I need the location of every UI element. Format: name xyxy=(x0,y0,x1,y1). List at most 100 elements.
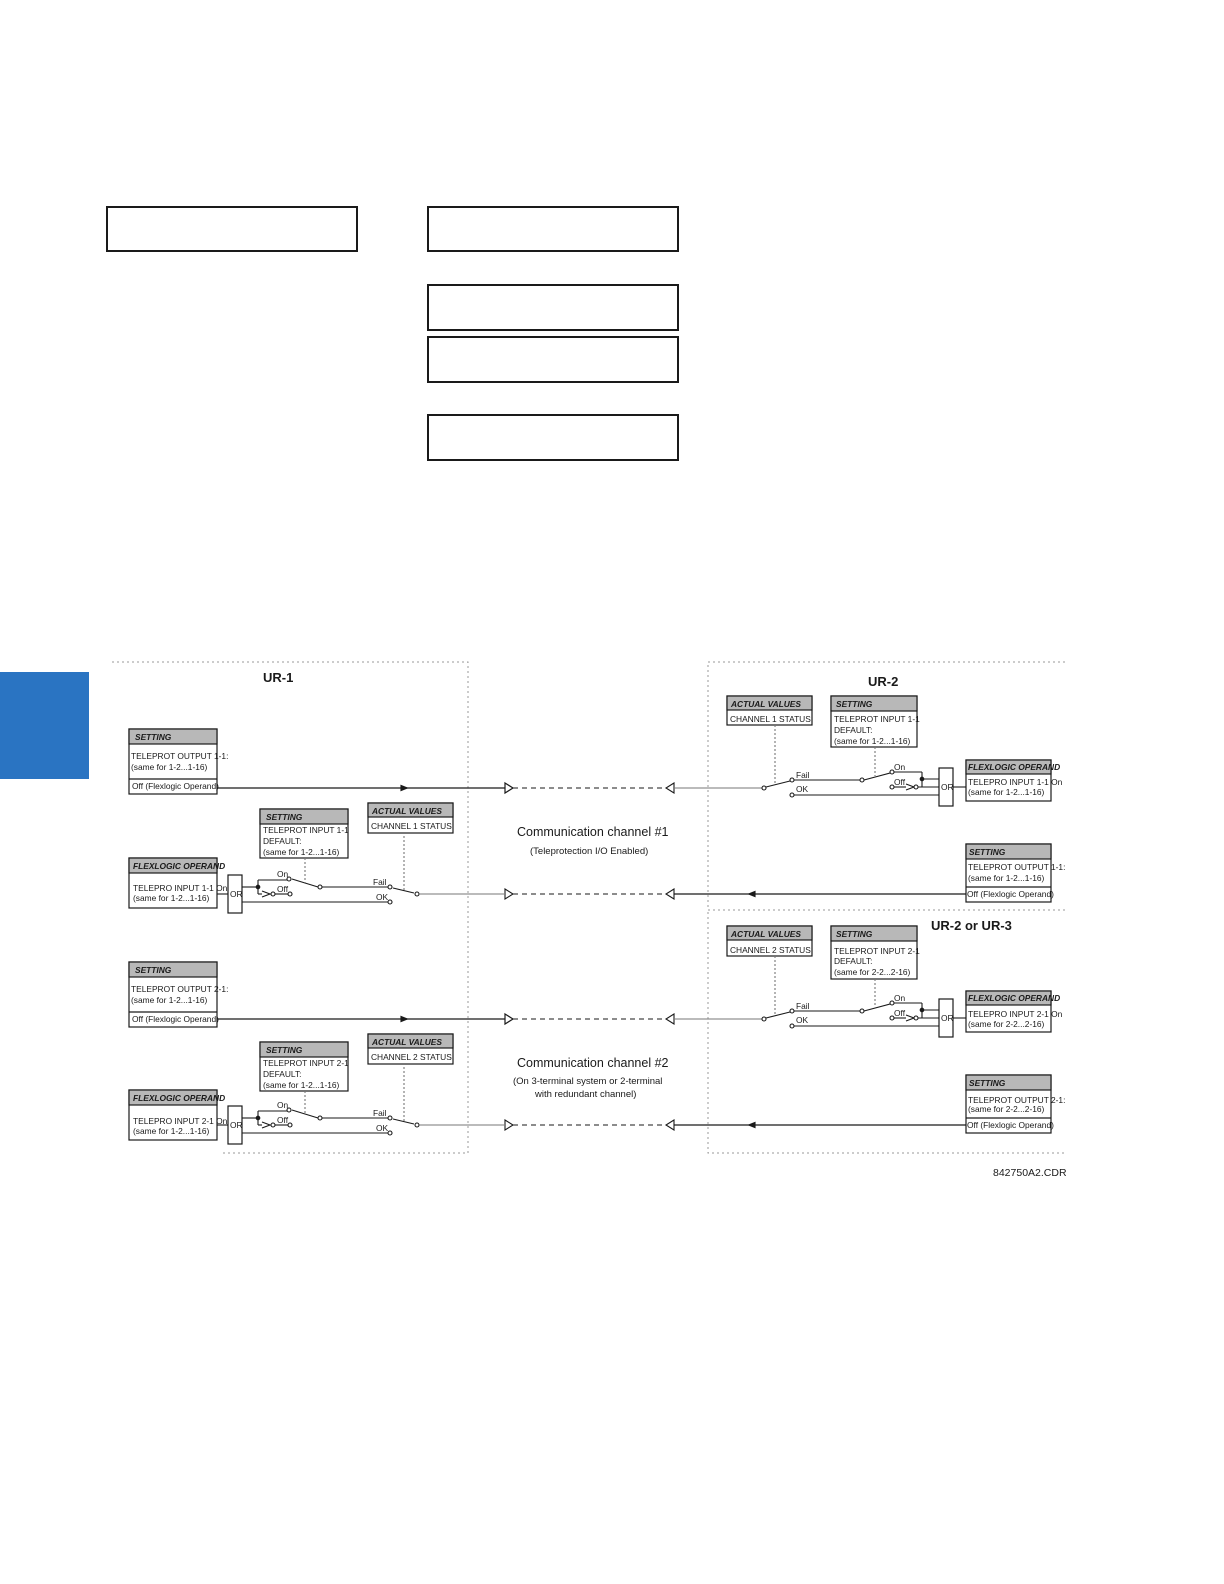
switch-ok-label: OK xyxy=(796,784,809,794)
box-line: (same for 1-2...1-16) xyxy=(834,736,911,746)
box-footer: Off (Flexlogic Operand) xyxy=(132,781,219,791)
ur1-actual-channel-1: ACTUAL VALUES CHANNEL 1 STATUS: xyxy=(367,802,454,834)
box-line: (same for 1-2...1-16) xyxy=(263,847,340,857)
switch-fail-label: Fail xyxy=(373,1108,387,1118)
channel1-title: Communication channel #1 xyxy=(517,825,669,839)
box-line: CHANNEL 1 STATUS: xyxy=(730,714,813,724)
region-borders xyxy=(112,661,1065,1154)
ur1-channel1-tx-line xyxy=(217,781,515,795)
ur2-actual-channel-1: ACTUAL VALUES CHANNEL 1 STATUS: xyxy=(726,695,813,726)
ur1-setting-output-1: SETTING TELEPROT OUTPUT 1-1: (same for 1… xyxy=(128,728,228,795)
switch-fail-label: Fail xyxy=(373,877,387,887)
ur2-region-border xyxy=(707,661,1065,911)
ur1-ch2-rx-logic xyxy=(217,1064,515,1136)
box-line: TELEPROT INPUT 1-1 xyxy=(834,714,920,724)
box-line: TELEPROT OUTPUT 2-1: xyxy=(131,984,228,994)
box-line: (same for 1-2...1-16) xyxy=(263,1080,340,1090)
box-line: TELEPRO INPUT 2-1 On xyxy=(133,1116,228,1126)
ur23-or-gate-2: OR xyxy=(938,998,954,1038)
ur23-title: UR-2 or UR-3 xyxy=(931,918,1012,933)
box-header: FLEXLOGIC OPERAND xyxy=(968,993,1060,1003)
switch-off-label: Off xyxy=(894,1008,906,1018)
switch-on-label: On xyxy=(894,762,906,772)
box-header: ACTUAL VALUES xyxy=(371,806,442,816)
switch-ok-label: OK xyxy=(376,892,389,902)
ur23-ch2-rx-logic xyxy=(674,956,966,1029)
box-line: TELEPRO INPUT 2-1 On xyxy=(968,1009,1063,1019)
ur1-flexlogic-input-1: FLEXLOGIC OPERAND TELEPRO INPUT 1-1 On (… xyxy=(128,857,228,909)
box-line: TELEPROT INPUT 2-1 xyxy=(263,1058,349,1068)
ur1-channel2-tx-line xyxy=(217,1012,515,1026)
menu-box-right-1 xyxy=(427,206,679,252)
ur23-flexlogic-input-2: FLEXLOGIC OPERAND TELEPRO INPUT 2-1 On (… xyxy=(965,990,1063,1033)
channel1-link-forward xyxy=(513,782,675,794)
switch-fail-label: Fail xyxy=(796,1001,810,1011)
ur23-setting-output-2: SETTING TELEPROT OUTPUT 2-1: (same for 2… xyxy=(965,1074,1065,1134)
switch-off-label: Off xyxy=(277,884,289,894)
ur1-or-gate-1: OR xyxy=(227,874,243,914)
box-header: SETTING xyxy=(135,732,172,742)
box-line: CHANNEL 1 STATUS: xyxy=(371,821,454,831)
ur1-setting-input-2: SETTING TELEPROT INPUT 2-1 DEFAULT: (sam… xyxy=(259,1041,349,1092)
box-line: (same for 1-2...1-16) xyxy=(131,995,208,1005)
box-line: TELEPRO INPUT 1-1 On xyxy=(968,777,1063,787)
ur23-setting-input-2: SETTING TELEPROT INPUT 2-1 DEFAULT: (sam… xyxy=(830,925,920,980)
box-line: CHANNEL 2 STATUS: xyxy=(730,945,813,955)
box-line: (same for 1-2...1-16) xyxy=(968,787,1045,797)
or-label: OR xyxy=(941,782,954,792)
ur1-flexlogic-input-2: FLEXLOGIC OPERAND TELEPRO INPUT 2-1 On (… xyxy=(128,1089,228,1141)
menu-box-right-3 xyxy=(427,336,679,383)
switch-ok-label: OK xyxy=(796,1015,809,1025)
switch-on-label: On xyxy=(894,993,906,1003)
box-header: FLEXLOGIC OPERAND xyxy=(133,861,225,871)
ur1-setting-output-2: SETTING TELEPROT OUTPUT 2-1: (same for 1… xyxy=(128,961,228,1028)
figure-code: 842750A2.CDR xyxy=(993,1167,1067,1179)
box-line: TELEPRO INPUT 1-1 On xyxy=(133,883,228,893)
box-line: DEFAULT: xyxy=(263,1069,301,1079)
box-line: DEFAULT: xyxy=(263,836,301,846)
switch-on-label: On xyxy=(277,869,289,879)
chapter-side-tab xyxy=(0,672,89,779)
ur1-region-border xyxy=(112,661,469,1154)
box-header: FLEXLOGIC OPERAND xyxy=(133,1093,225,1103)
box-header: ACTUAL VALUES xyxy=(371,1037,442,1047)
box-line: DEFAULT: xyxy=(834,725,872,735)
box-header: SETTING xyxy=(135,965,172,975)
box-line: (same for 1-2...1-16) xyxy=(133,893,210,903)
ur2-or-gate-1: OR xyxy=(938,767,954,807)
box-footer: Off (Flexlogic Operand) xyxy=(967,1120,1054,1130)
box-line: TELEPROT OUTPUT 1-1: xyxy=(131,751,228,761)
channel2-subtitle-1: (On 3-terminal system or 2-terminal xyxy=(513,1076,662,1087)
ur2-setting-input-1: SETTING TELEPROT INPUT 1-1 DEFAULT: (sam… xyxy=(830,695,920,748)
box-header: SETTING xyxy=(266,812,303,822)
box-line: TELEPROT INPUT 1-1 xyxy=(263,825,349,835)
box-footer: Off (Flexlogic Operand) xyxy=(967,889,1054,899)
box-line: (same for 1-2...1-16) xyxy=(968,873,1045,883)
box-header: ACTUAL VALUES xyxy=(730,929,801,939)
ur1-setting-input-1: SETTING TELEPROT INPUT 1-1 DEFAULT: (sam… xyxy=(259,808,349,859)
channel2-title: Communication channel #2 xyxy=(517,1056,669,1070)
switch-on-label: On xyxy=(277,1100,289,1110)
box-header: SETTING xyxy=(266,1045,303,1055)
switch-fail-label: Fail xyxy=(796,770,810,780)
box-header: SETTING xyxy=(969,847,1006,857)
ur2-flexlogic-input-1: FLEXLOGIC OPERAND TELEPRO INPUT 1-1 On (… xyxy=(965,759,1063,802)
ur1-or-gate-2: OR xyxy=(227,1105,243,1145)
ur2-title: UR-2 xyxy=(868,674,898,689)
box-line: TELEPROT OUTPUT 2-1: xyxy=(968,1095,1065,1105)
ur2-setting-output-1: SETTING TELEPROT OUTPUT 1-1: (same for 1… xyxy=(965,843,1065,903)
switch-off-label: Off xyxy=(277,1115,289,1125)
ur1-ch1-rx-logic xyxy=(217,833,515,905)
box-header: ACTUAL VALUES xyxy=(730,699,801,709)
ur23-region-border xyxy=(707,912,1065,1154)
box-header: FLEXLOGIC OPERAND xyxy=(968,762,1060,772)
box-header: SETTING xyxy=(969,1078,1006,1088)
box-line: TELEPROT INPUT 2-1 xyxy=(834,946,920,956)
box-line: (same for 2-2...2-16) xyxy=(834,967,911,977)
box-line: (same for 2-2...2-16) xyxy=(968,1104,1045,1114)
ur1-title: UR-1 xyxy=(263,670,293,685)
channel1-link-reverse xyxy=(513,888,675,900)
menu-box-right-2 xyxy=(427,284,679,331)
channel1-subtitle: (Teleprotection I/O Enabled) xyxy=(530,846,648,857)
